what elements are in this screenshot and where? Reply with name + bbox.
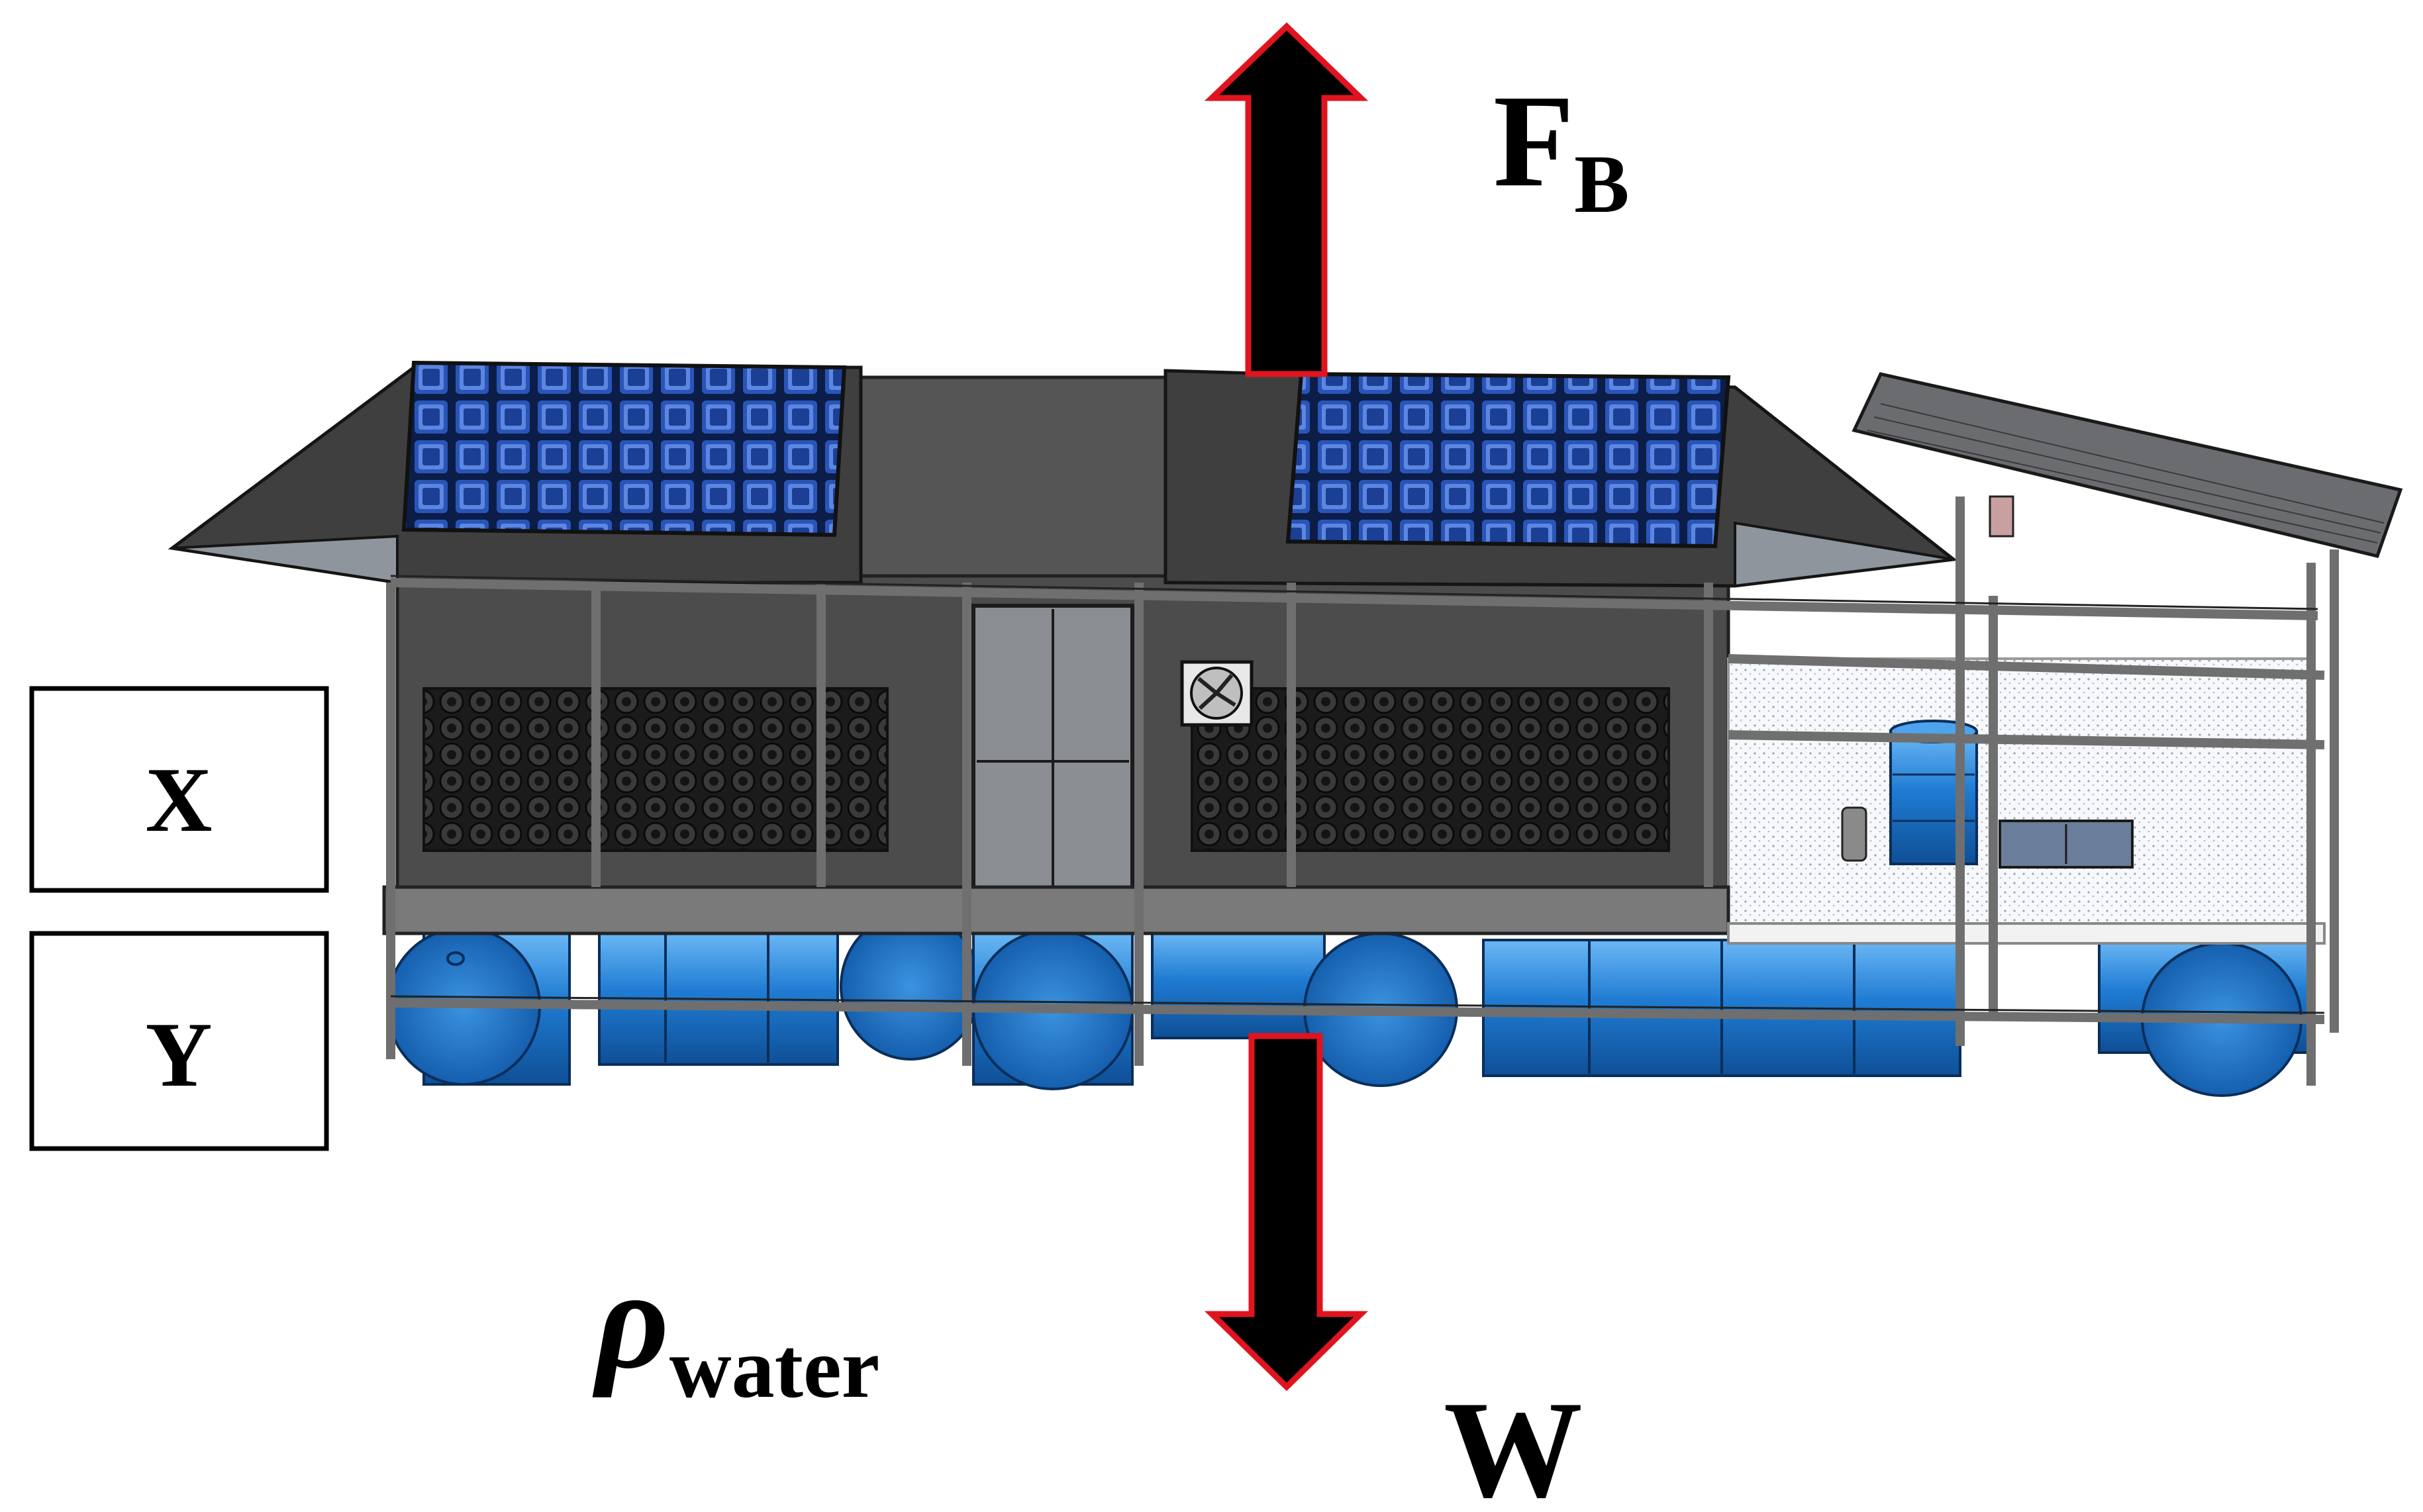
solar-panel-right [1285,371,1731,549]
bottle-wall-left [422,687,889,852]
barrel-end [840,912,981,1061]
frame [386,496,2339,1086]
deck-platform [382,885,1730,935]
weight-label: W [1444,1373,1583,1512]
water-density-label: ρwater [592,1240,879,1416]
house-wall-upper [839,375,1174,578]
density-subscript: water [669,1321,880,1416]
svg-text:FB: FB [1493,68,1630,230]
buoyant-force-subscript: B [1574,139,1629,230]
buoyant-force-label: FB [1493,68,1630,230]
porch-deck [1727,922,2326,945]
gas-tank [1841,806,1867,862]
svg-text:ρwater: ρwater [592,1240,879,1416]
box-x-label: X [145,749,212,851]
pump [1989,495,2014,538]
solar-panel-left [401,360,847,538]
bottle-wall-right [1191,687,1670,852]
floating-house [168,360,2403,1097]
box-y-label: Y [145,1004,212,1106]
barrel [1151,931,1326,1039]
buoyant-force-arrow-icon [1204,22,1369,377]
box-y: Y [29,931,329,1151]
porch-solar-panel [1852,372,2403,558]
ventilation-fan-icon [1180,660,1254,727]
weight-arrow-icon [1204,1033,1369,1392]
density-symbol: ρ [592,1240,669,1398]
buoyant-force-symbol: F [1493,68,1574,214]
porch-mesh [1727,657,2316,938]
box-x: X [29,686,329,893]
